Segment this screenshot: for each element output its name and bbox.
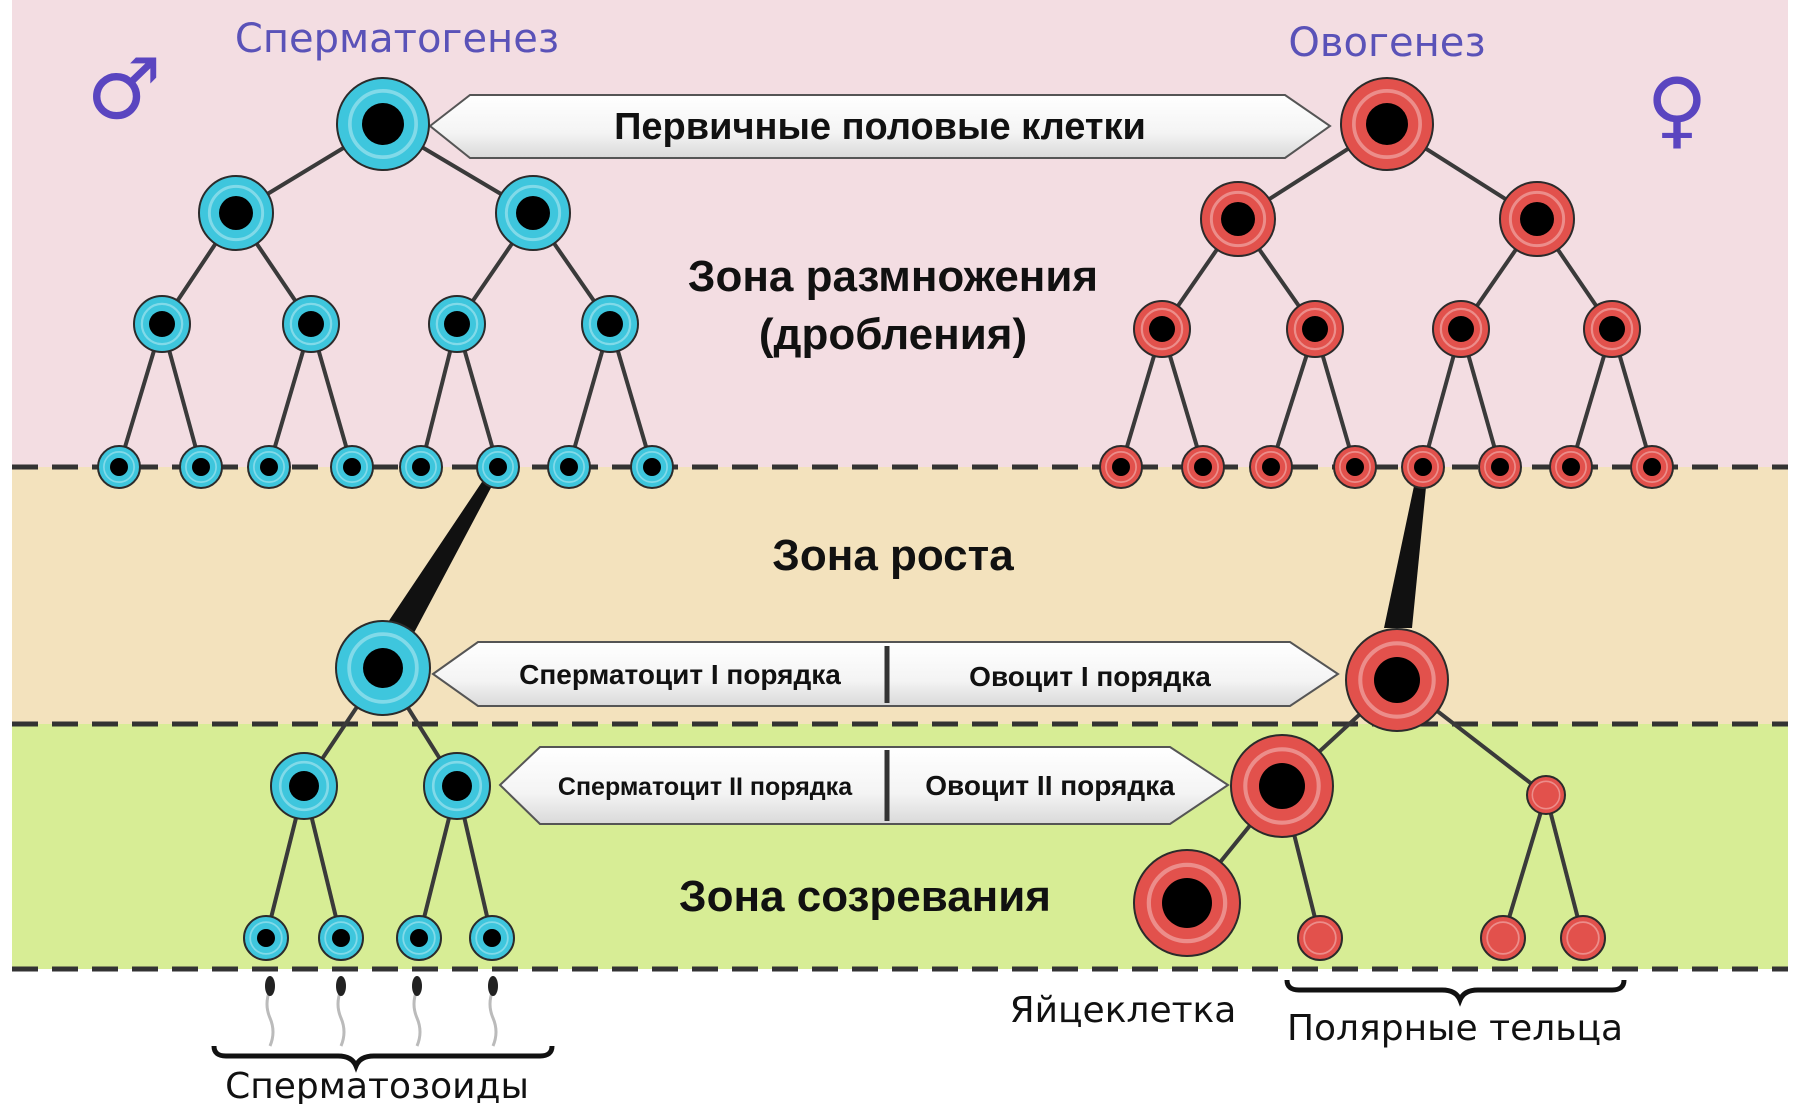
arrow-primary-shape: [428, 94, 1332, 159]
spermatogonium-small: [476, 445, 520, 489]
oogonium-small: [1549, 445, 1593, 489]
arrow-spermatocyte-1-label: Сперматоцит I порядка: [519, 659, 841, 690]
female-growth-wedge: [1384, 467, 1428, 628]
polar-body: [1526, 775, 1566, 815]
zone-reproduction-sublabel: (дробления): [759, 310, 1027, 359]
oogonium: [1200, 181, 1276, 257]
spermatogonium: [282, 295, 340, 353]
sperm-heads: [265, 976, 498, 996]
spermatocyte-2: [270, 752, 338, 820]
sperm-drawings: [265, 989, 498, 1047]
arrow-oocyte-1-label: Овоцит I порядка: [969, 661, 1211, 692]
sperm-head: [488, 976, 498, 996]
spermatocyte-1: [335, 620, 431, 716]
oogonium-small: [1181, 445, 1225, 489]
sperm-label: Сперматозоиды: [225, 1066, 529, 1104]
oogonium-small: [1478, 445, 1522, 489]
spermatogonium: [428, 295, 486, 353]
polar-brace: [1284, 979, 1627, 1007]
oocyte-1: [1345, 628, 1449, 732]
male-cells: [97, 77, 674, 961]
polar-body: [1560, 915, 1606, 961]
oogonium-small: [1630, 445, 1674, 489]
arrow-oocyte-2-label: Овоцит II порядка: [925, 770, 1175, 801]
female-cells: [1099, 77, 1674, 961]
spermatid: [318, 915, 364, 961]
egg-cell: [1133, 849, 1241, 957]
polar-body: [1480, 915, 1526, 961]
spermatogonium-small: [330, 445, 374, 489]
male-header: Сперматогенез: [235, 16, 559, 62]
spermatogonium-small: [547, 445, 591, 489]
spermatid: [396, 915, 442, 961]
polar-body: [1297, 915, 1343, 961]
oogonium-small: [1099, 445, 1143, 489]
spermatocyte-2: [423, 752, 491, 820]
primary-germ-cell-female: [1340, 77, 1434, 171]
arrow-second-order-shape: [498, 746, 1230, 825]
spermatogonium-small: [247, 445, 291, 489]
oogonium: [1432, 300, 1490, 358]
female-symbol-icon: ♀: [1646, 60, 1708, 158]
arrow-primary-label: Первичные половые клетки: [614, 106, 1146, 148]
zone-growth-label: Зона роста: [772, 531, 1014, 580]
spermatid: [469, 915, 515, 961]
female-header: Овогенез: [1288, 20, 1485, 66]
spermatogonium-small: [97, 445, 141, 489]
spermatogonium: [133, 295, 191, 353]
egg-label: Яйцеклетка: [1010, 990, 1237, 1031]
zone-reproduction-label: Зона размножения: [688, 252, 1098, 301]
spermatid: [243, 915, 289, 961]
spermatogonium-small: [399, 445, 443, 489]
spermatogonium: [495, 175, 571, 251]
oogonium: [1133, 300, 1191, 358]
zone-backgrounds: [12, 0, 1788, 972]
zone-reproduction-bg: [12, 0, 1788, 467]
oogonium: [1286, 300, 1344, 358]
spermatogonium-small: [179, 445, 223, 489]
arrow-spermatocyte-2-label: Сперматоцит II порядка: [558, 773, 853, 801]
polar-bodies-label: Полярные тельца: [1287, 1008, 1623, 1049]
zone-maturation-label: Зона созревания: [679, 872, 1051, 921]
spermatogonium: [581, 295, 639, 353]
oogonium: [1499, 181, 1575, 257]
oogonium-small: [1401, 445, 1445, 489]
male-growth-wedge: [368, 467, 502, 663]
sperm-head: [265, 976, 275, 996]
oocyte-2: [1230, 734, 1334, 838]
oogonium: [1583, 300, 1641, 358]
primary-germ-cell-male: [336, 77, 430, 171]
oogonium-small: [1249, 445, 1293, 489]
sperm-head: [412, 976, 422, 996]
male-symbol-icon: ♂: [86, 40, 161, 138]
spermatogonium-small: [630, 445, 674, 489]
oogonium-small: [1333, 445, 1377, 489]
spermatogonium: [198, 175, 274, 251]
sperm-brace: [211, 1045, 555, 1073]
sperm-head: [336, 976, 346, 996]
